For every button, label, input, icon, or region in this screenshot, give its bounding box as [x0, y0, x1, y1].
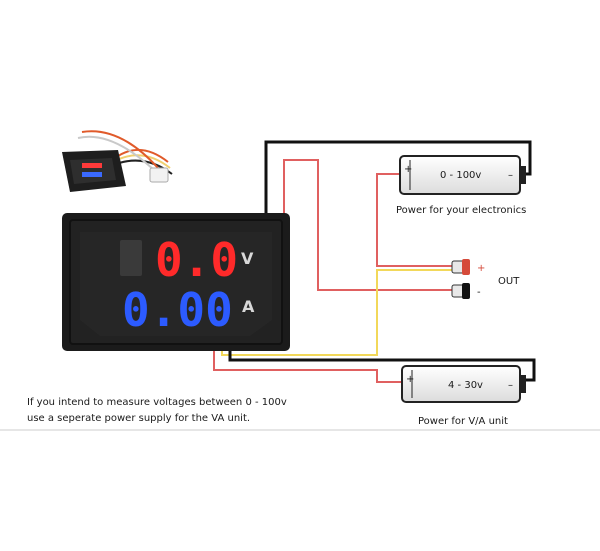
- battery-top: + 0 - 100v – Power for your electronics: [396, 155, 526, 216]
- battery-top-range: 0 - 100v: [440, 170, 481, 181]
- out-plus-terminal: [462, 259, 470, 275]
- va-meter: 0.0 V 0.00 A: [62, 213, 290, 351]
- wire-black-bottom: [228, 348, 536, 382]
- battery-bottom-range: 4 - 30v: [448, 380, 483, 391]
- note-line-1: If you intend to measure voltages betwee…: [27, 397, 287, 408]
- out-minus-terminal: [462, 283, 470, 299]
- battery-bottom-plus: +: [406, 374, 414, 385]
- instruction-note: If you intend to measure voltages betwee…: [27, 395, 287, 427]
- wire-red-bottom: [213, 348, 404, 383]
- wires: [213, 140, 536, 383]
- battery-bottom: + 4 - 30v – Power for V/A unit: [401, 365, 526, 427]
- wire-black-top: [264, 140, 532, 222]
- battery-top-plus: +: [404, 164, 412, 175]
- output-terminals: + - OUT: [451, 259, 520, 299]
- out-minus-sign: -: [477, 287, 481, 298]
- voltage-digit-unlit: [120, 240, 142, 276]
- note-line-2: use a seperate power supply for the VA u…: [27, 413, 251, 424]
- module-thumbnail: [62, 130, 173, 192]
- current-unit: A: [242, 297, 255, 316]
- wire-yellow: [221, 269, 458, 356]
- battery-bottom-caption: Power for V/A unit: [418, 416, 508, 427]
- wire-red-out: [283, 159, 458, 291]
- battery-bottom-minus: –: [508, 380, 513, 391]
- voltage-unit: V: [241, 249, 254, 268]
- voltage-display: 0.0: [155, 233, 238, 287]
- wire-red-top: [376, 173, 458, 267]
- current-display: 0.00: [122, 283, 233, 337]
- battery-top-minus: –: [508, 170, 513, 181]
- out-label: OUT: [498, 276, 520, 287]
- battery-top-caption: Power for your electronics: [396, 205, 526, 216]
- out-plus-sign: +: [477, 263, 485, 274]
